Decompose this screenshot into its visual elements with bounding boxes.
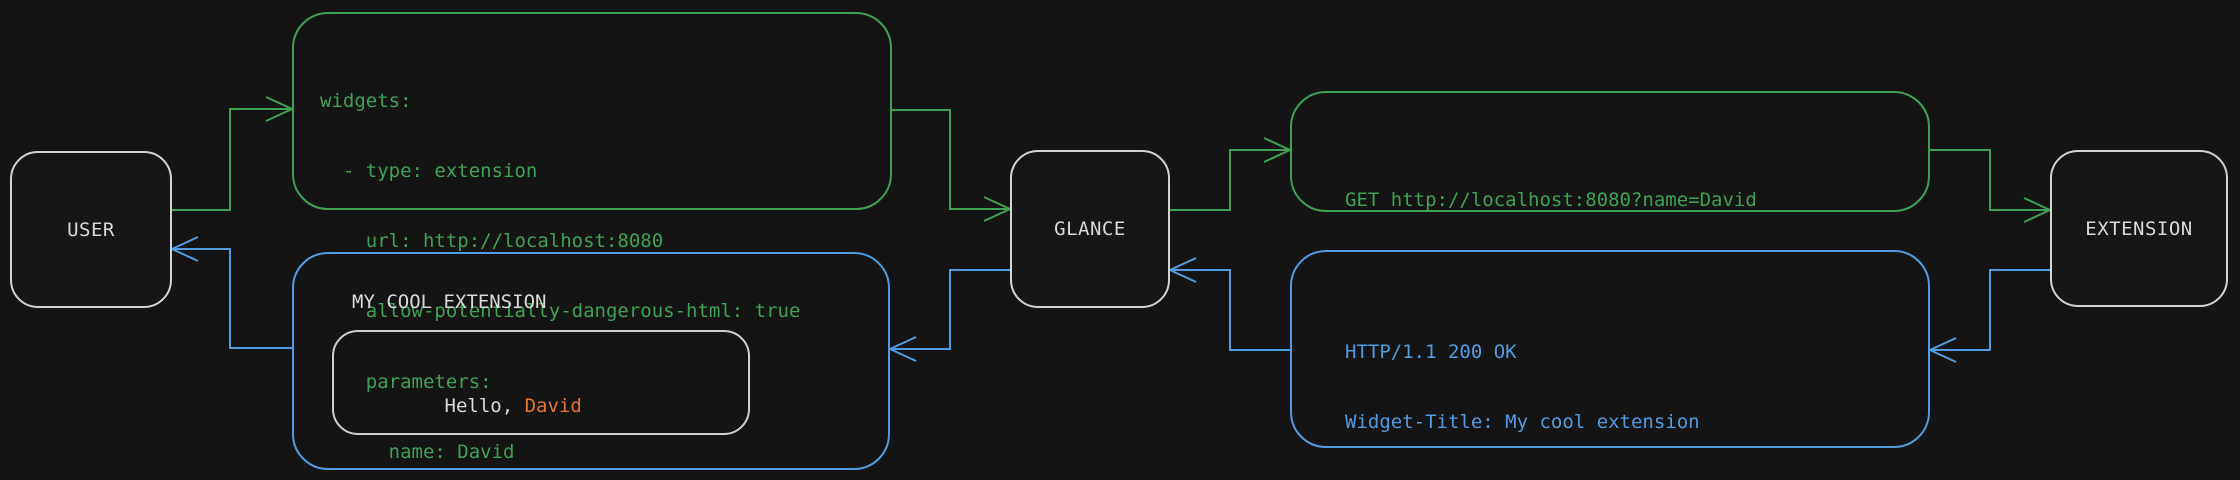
arrow-response-to-glance	[1167, 257, 1290, 351]
http-request-code: GET http://localhost:8080?name=David	[1345, 142, 1757, 259]
response-line: Widget-Title: My cool extension	[1345, 411, 1700, 434]
response-line: HTTP/1.1 200 OK	[1345, 340, 1517, 363]
config-line: widgets:	[320, 89, 412, 112]
config-line: parameters:	[320, 370, 492, 393]
widget-preview-box: Hello, David	[332, 330, 750, 435]
config-yaml-code: widgets: - type: extension url: http://l…	[320, 43, 800, 480]
node-extension-label: EXTENSION	[2085, 217, 2193, 240]
arrow-user-to-config	[172, 96, 295, 211]
config-line: allow-potentially-dangerous-html: true	[320, 300, 801, 323]
http-response-code: HTTP/1.1 200 OK Widget-Title: My cool ex…	[1345, 294, 1883, 480]
arrow-glance-to-request	[1170, 137, 1293, 211]
greeting-prefix: Hello,	[444, 395, 525, 418]
node-glance-label: GLANCE	[1054, 218, 1126, 240]
node-user: USER	[10, 151, 172, 308]
config-line: - type: extension	[320, 160, 538, 183]
http-request-box: GET http://localhost:8080?name=David	[1290, 91, 1930, 212]
arrow-widget-to-user	[169, 236, 292, 349]
arrow-request-to-extension	[1930, 149, 2053, 223]
node-user-label: USER	[67, 218, 115, 241]
http-response-box: HTTP/1.1 200 OK Widget-Title: My cool ex…	[1290, 250, 1930, 448]
config-yaml-box: widgets: - type: extension url: http://l…	[292, 12, 892, 463]
node-glance: GLANCE	[1010, 150, 1170, 308]
greeting-name: David	[524, 395, 582, 418]
widget-greeting: Hello, David	[353, 372, 582, 442]
node-extension: EXTENSION	[2050, 150, 2228, 307]
arrow-extension-to-response	[1927, 269, 2050, 363]
request-line: GET http://localhost:8080?name=David	[1345, 188, 1757, 211]
widget-title: MY COOL EXTENSION	[352, 291, 547, 313]
rendered-widget-box: MY COOL EXTENSION Hello, David	[292, 252, 890, 470]
arrow-config-to-glance	[892, 109, 1013, 222]
config-line: name: David	[320, 440, 515, 463]
arrow-glance-to-widget	[887, 269, 1010, 362]
config-line: url: http://localhost:8080	[320, 230, 664, 253]
